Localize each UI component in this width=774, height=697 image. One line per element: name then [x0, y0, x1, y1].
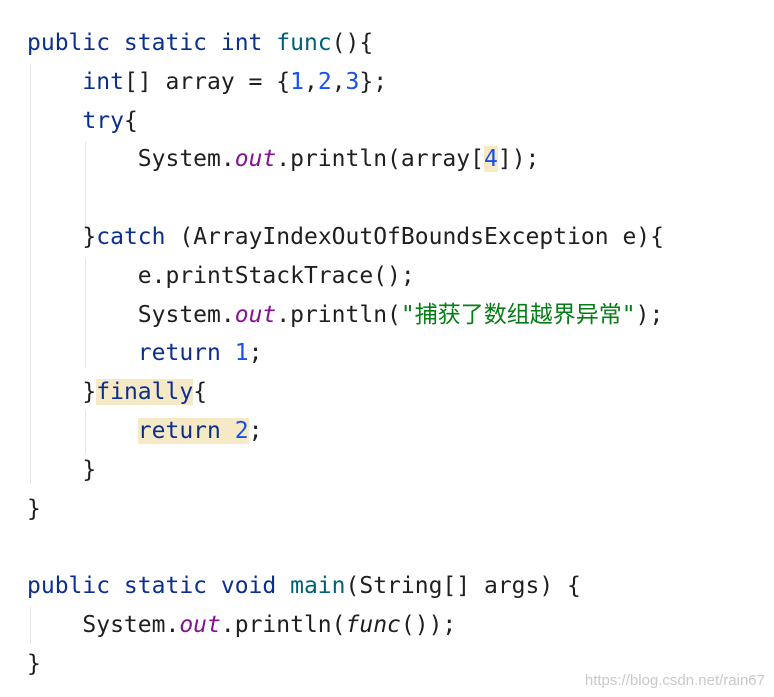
- watermark-text: https://blog.csdn.net/rain67: [584, 672, 765, 689]
- code-token: [] array = {: [123, 69, 291, 95]
- code-line[interactable]: System.out.println("捕获了数组越界异常");: [27, 298, 664, 332]
- code-token: [221, 340, 235, 366]
- code-token: try: [82, 108, 124, 134]
- code-token: System.: [27, 302, 235, 328]
- code-token: [27, 69, 82, 95]
- code-token: {: [193, 379, 208, 405]
- code-token: }: [27, 457, 97, 483]
- code-token: }: [27, 651, 41, 677]
- code-token: .println(: [276, 302, 401, 328]
- code-token: );: [635, 302, 664, 328]
- code-token: finally: [96, 379, 194, 405]
- code-line[interactable]: }: [27, 647, 41, 681]
- indent-guide: [85, 258, 86, 368]
- code-token: catch: [96, 224, 166, 250]
- code-token: ;: [248, 340, 263, 366]
- indent-guide: [85, 410, 86, 454]
- code-token: [220, 418, 235, 444]
- code-token: .println(: [220, 612, 346, 638]
- code-line[interactable]: }: [27, 492, 41, 526]
- code-token: }: [27, 224, 97, 250]
- code-token: {: [123, 108, 138, 134]
- code-line[interactable]: public static void main(String[] args) {: [27, 569, 581, 603]
- code-token: out: [234, 146, 277, 172]
- code-token: }: [27, 379, 97, 405]
- code-token: .println(array[: [276, 146, 484, 172]
- code-token: public static int: [27, 30, 277, 56]
- code-token: ,: [331, 69, 346, 95]
- code-line[interactable]: return 2;: [27, 414, 262, 448]
- code-line[interactable]: System.out.println(func());: [27, 608, 456, 642]
- code-token: 4: [483, 146, 498, 172]
- code-token: }: [27, 496, 41, 522]
- code-token: public static void: [27, 573, 291, 599]
- code-token: int: [82, 69, 124, 95]
- code-token: 1: [290, 69, 304, 95]
- code-token: out: [179, 612, 221, 638]
- code-line[interactable]: e.printStackTrace();: [27, 259, 415, 293]
- code-token: main: [290, 573, 346, 599]
- code-line[interactable]: return 1;: [27, 336, 263, 370]
- code-token: (String[] args) {: [345, 573, 581, 599]
- code-token: out: [234, 302, 277, 328]
- code-token: func: [276, 30, 332, 56]
- code-token: ]);: [497, 146, 540, 172]
- code-line[interactable]: }: [27, 453, 96, 487]
- indent-guide: [30, 606, 31, 644]
- code-token: 3: [345, 69, 360, 95]
- code-token: func: [345, 612, 401, 638]
- code-line[interactable]: System.out.println(array[4]);: [27, 142, 539, 176]
- code-token: [27, 418, 138, 444]
- code-token: 2: [234, 418, 249, 444]
- code-token: ,: [303, 69, 318, 95]
- code-token: 2: [317, 69, 332, 95]
- code-token: return: [137, 418, 221, 444]
- code-token: [27, 340, 138, 366]
- code-token: "捕获了数组越界异常": [400, 302, 636, 328]
- code-token: ());: [400, 612, 457, 638]
- indent-guide: [85, 142, 86, 232]
- code-line[interactable]: }finally{: [27, 375, 207, 409]
- code-line[interactable]: }catch (ArrayIndexOutOfBoundsException e…: [27, 220, 664, 254]
- code-token: (ArrayIndexOutOfBoundsException e){: [165, 224, 664, 250]
- code-token: System.: [27, 612, 180, 638]
- code-token: e.printStackTrace();: [27, 263, 415, 289]
- code-line[interactable]: public static int func(){: [27, 26, 373, 60]
- code-token: ;: [248, 418, 263, 444]
- code-line[interactable]: int[] array = {1,2,3};: [27, 65, 387, 99]
- code-token: [27, 108, 82, 134]
- code-token: (){: [331, 30, 374, 56]
- indent-guide: [30, 64, 31, 484]
- code-token: 1: [234, 340, 249, 366]
- code-line[interactable]: try{: [27, 104, 138, 138]
- code-token: };: [359, 69, 388, 95]
- code-token: System.: [27, 146, 235, 172]
- code-token: return: [137, 340, 221, 366]
